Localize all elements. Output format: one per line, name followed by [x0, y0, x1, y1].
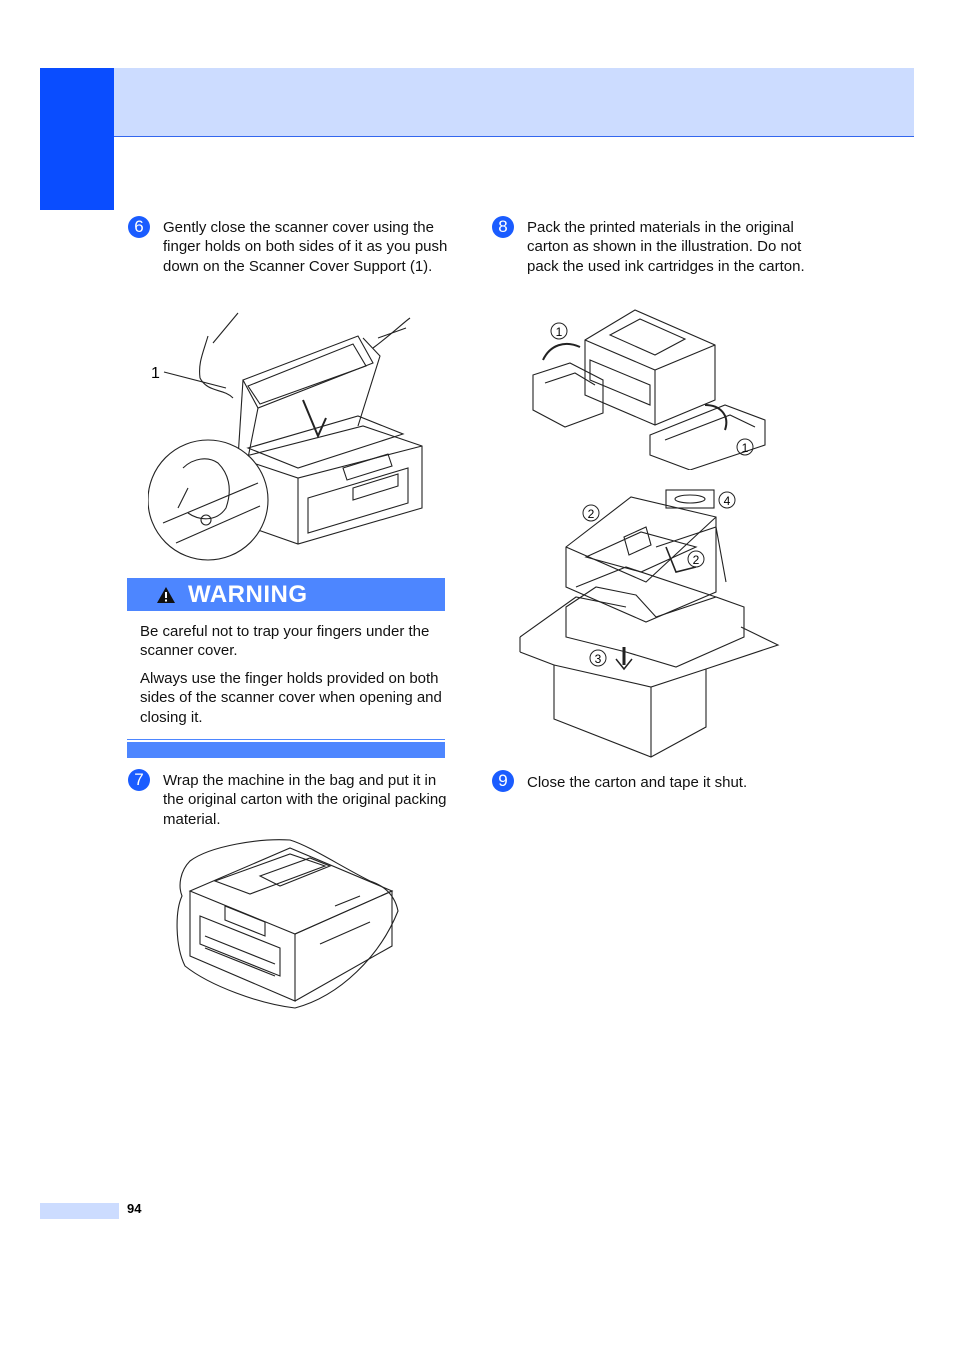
- header-band: [40, 68, 914, 137]
- page-number-bar: [40, 1203, 119, 1219]
- warning-rule: [127, 739, 445, 740]
- wrapped-machine-illustration: [176, 839, 399, 1009]
- warning-footer-bar: [127, 742, 445, 758]
- warning-bar: WARNING: [127, 578, 445, 611]
- step-9-badge: 9: [492, 770, 514, 792]
- packing-callout-4: 4: [724, 494, 731, 508]
- warning-paragraph-2: Always use the finger holds provided on …: [140, 670, 442, 726]
- packing-callout-2a: 2: [588, 507, 595, 521]
- scanner-cover-illustration: 1: [148, 312, 423, 561]
- packing-illustration-bottom: 2 2 3 4: [519, 489, 780, 758]
- step-8-badge: 8: [492, 216, 514, 238]
- packing-callout-1b: 1: [742, 441, 749, 455]
- packing-callout-2b: 2: [693, 553, 700, 567]
- step-7-text: Wrap the machine in the bag and put it i…: [163, 772, 447, 828]
- packing-illustration-top: 1 1: [532, 309, 766, 470]
- chapter-tab: [40, 68, 114, 210]
- step-9-text: Close the carton and tape it shut.: [527, 774, 748, 791]
- step-8-text: Pack the printed materials in the origin…: [527, 219, 805, 275]
- warning-triangle-icon: [157, 587, 175, 603]
- scanner-callout-label: 1: [151, 365, 160, 382]
- packing-callout-1a: 1: [556, 325, 563, 339]
- step-7-badge: 7: [128, 769, 150, 791]
- step-6-badge: 6: [128, 216, 150, 238]
- step-6-text: Gently close the scanner cover using the…: [163, 219, 448, 275]
- page-number: 94: [127, 1201, 142, 1216]
- warning-paragraph-1: Be careful not to trap your fingers unde…: [140, 623, 430, 660]
- packing-callout-3: 3: [595, 652, 602, 666]
- warning-title: WARNING: [188, 581, 308, 608]
